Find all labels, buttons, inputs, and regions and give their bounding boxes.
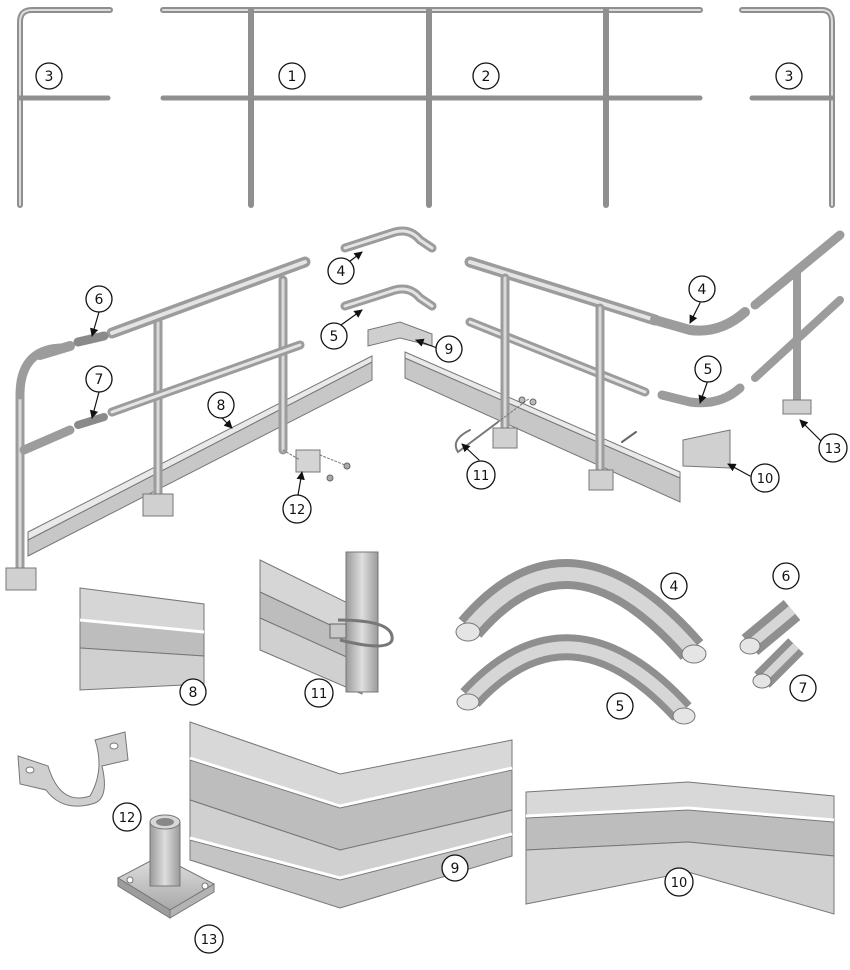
- callout-7-part: 7: [789, 674, 817, 702]
- svg-text:8: 8: [217, 398, 226, 414]
- callout-3-left: 3: [35, 62, 63, 90]
- panel-1-2-middle: [160, 7, 703, 208]
- svg-text:2: 2: [482, 69, 491, 85]
- svg-text:11: 11: [311, 687, 328, 702]
- callout-5-part: 5: [606, 692, 634, 720]
- part-5-bend: [456, 634, 696, 725]
- far-right-railing: [682, 230, 845, 469]
- svg-text:7: 7: [95, 372, 104, 388]
- callout-12-part: 12: [112, 802, 142, 832]
- callout-8-part: 8: [179, 678, 207, 706]
- callout-1: 1: [278, 62, 306, 90]
- svg-text:1: 1: [288, 69, 297, 85]
- panel-3-right: [739, 7, 835, 208]
- right-railing: [404, 256, 750, 503]
- callout-4-explode-left: 4: [327, 257, 355, 285]
- callout-6-part: 6: [772, 562, 800, 590]
- callout-13-explode: 13: [818, 433, 848, 463]
- svg-text:6: 6: [95, 292, 104, 308]
- callout-10-part: 10: [664, 867, 694, 897]
- svg-text:9: 9: [451, 861, 460, 877]
- callout-3-right: 3: [775, 62, 803, 90]
- svg-text:13: 13: [825, 442, 842, 457]
- callout-5-explode-left: 5: [320, 322, 348, 350]
- callouts: 3 1 2 3 4 5 6 7 8 9 11 12 4 5 10 13 8 11…: [35, 62, 848, 954]
- svg-text:5: 5: [704, 362, 713, 378]
- leader-lines: [89, 251, 823, 496]
- svg-text:4: 4: [670, 579, 679, 595]
- railing-elevation: [17, 7, 835, 208]
- callout-7-explode: 7: [85, 365, 113, 393]
- callout-9-part: 9: [441, 854, 469, 882]
- loose-bends-top: [340, 226, 437, 347]
- callout-8-explode: 8: [207, 391, 235, 419]
- callout-2: 2: [472, 62, 500, 90]
- svg-text:3: 3: [45, 69, 54, 85]
- parts-detail: [17, 551, 835, 919]
- svg-text:5: 5: [330, 329, 339, 345]
- svg-text:5: 5: [616, 699, 625, 715]
- svg-text:13: 13: [201, 933, 218, 948]
- callout-13-part: 13: [194, 924, 224, 954]
- callout-4-part: 4: [660, 572, 688, 600]
- svg-text:12: 12: [289, 503, 306, 518]
- svg-text:12: 12: [119, 811, 136, 826]
- part-11-u-bolt: [259, 551, 394, 695]
- svg-text:6: 6: [782, 569, 791, 585]
- callout-12-explode: 12: [282, 494, 312, 524]
- part-10-corner-kickplate: [525, 781, 835, 915]
- callout-11-part: 11: [304, 678, 334, 708]
- svg-text:10: 10: [671, 876, 688, 891]
- callout-6-explode: 6: [85, 285, 113, 313]
- part-13-base-socket: [116, 814, 216, 919]
- svg-text:4: 4: [698, 282, 707, 298]
- railing-exploded-view: [5, 226, 845, 591]
- svg-text:4: 4: [337, 264, 346, 280]
- part-9-corner-kickplate: [189, 721, 513, 909]
- callout-10-explode: 10: [750, 463, 780, 493]
- svg-text:8: 8: [189, 685, 198, 701]
- svg-text:11: 11: [473, 469, 490, 484]
- callout-11-explode: 11: [466, 460, 496, 490]
- callout-4-explode-right: 4: [688, 275, 716, 303]
- panel-3-left: [17, 7, 113, 208]
- left-railing: [5, 256, 373, 591]
- svg-text:7: 7: [799, 681, 808, 697]
- part-12-clamp: [17, 731, 129, 807]
- svg-text:3: 3: [785, 69, 794, 85]
- part-6-7-connectors: [739, 600, 804, 689]
- part-8-kickplate: [79, 587, 205, 691]
- svg-text:9: 9: [445, 342, 454, 358]
- callout-5-explode-right: 5: [694, 355, 722, 383]
- callout-9-explode: 9: [435, 335, 463, 363]
- svg-text:10: 10: [757, 472, 774, 487]
- part-4-bend: [455, 559, 707, 664]
